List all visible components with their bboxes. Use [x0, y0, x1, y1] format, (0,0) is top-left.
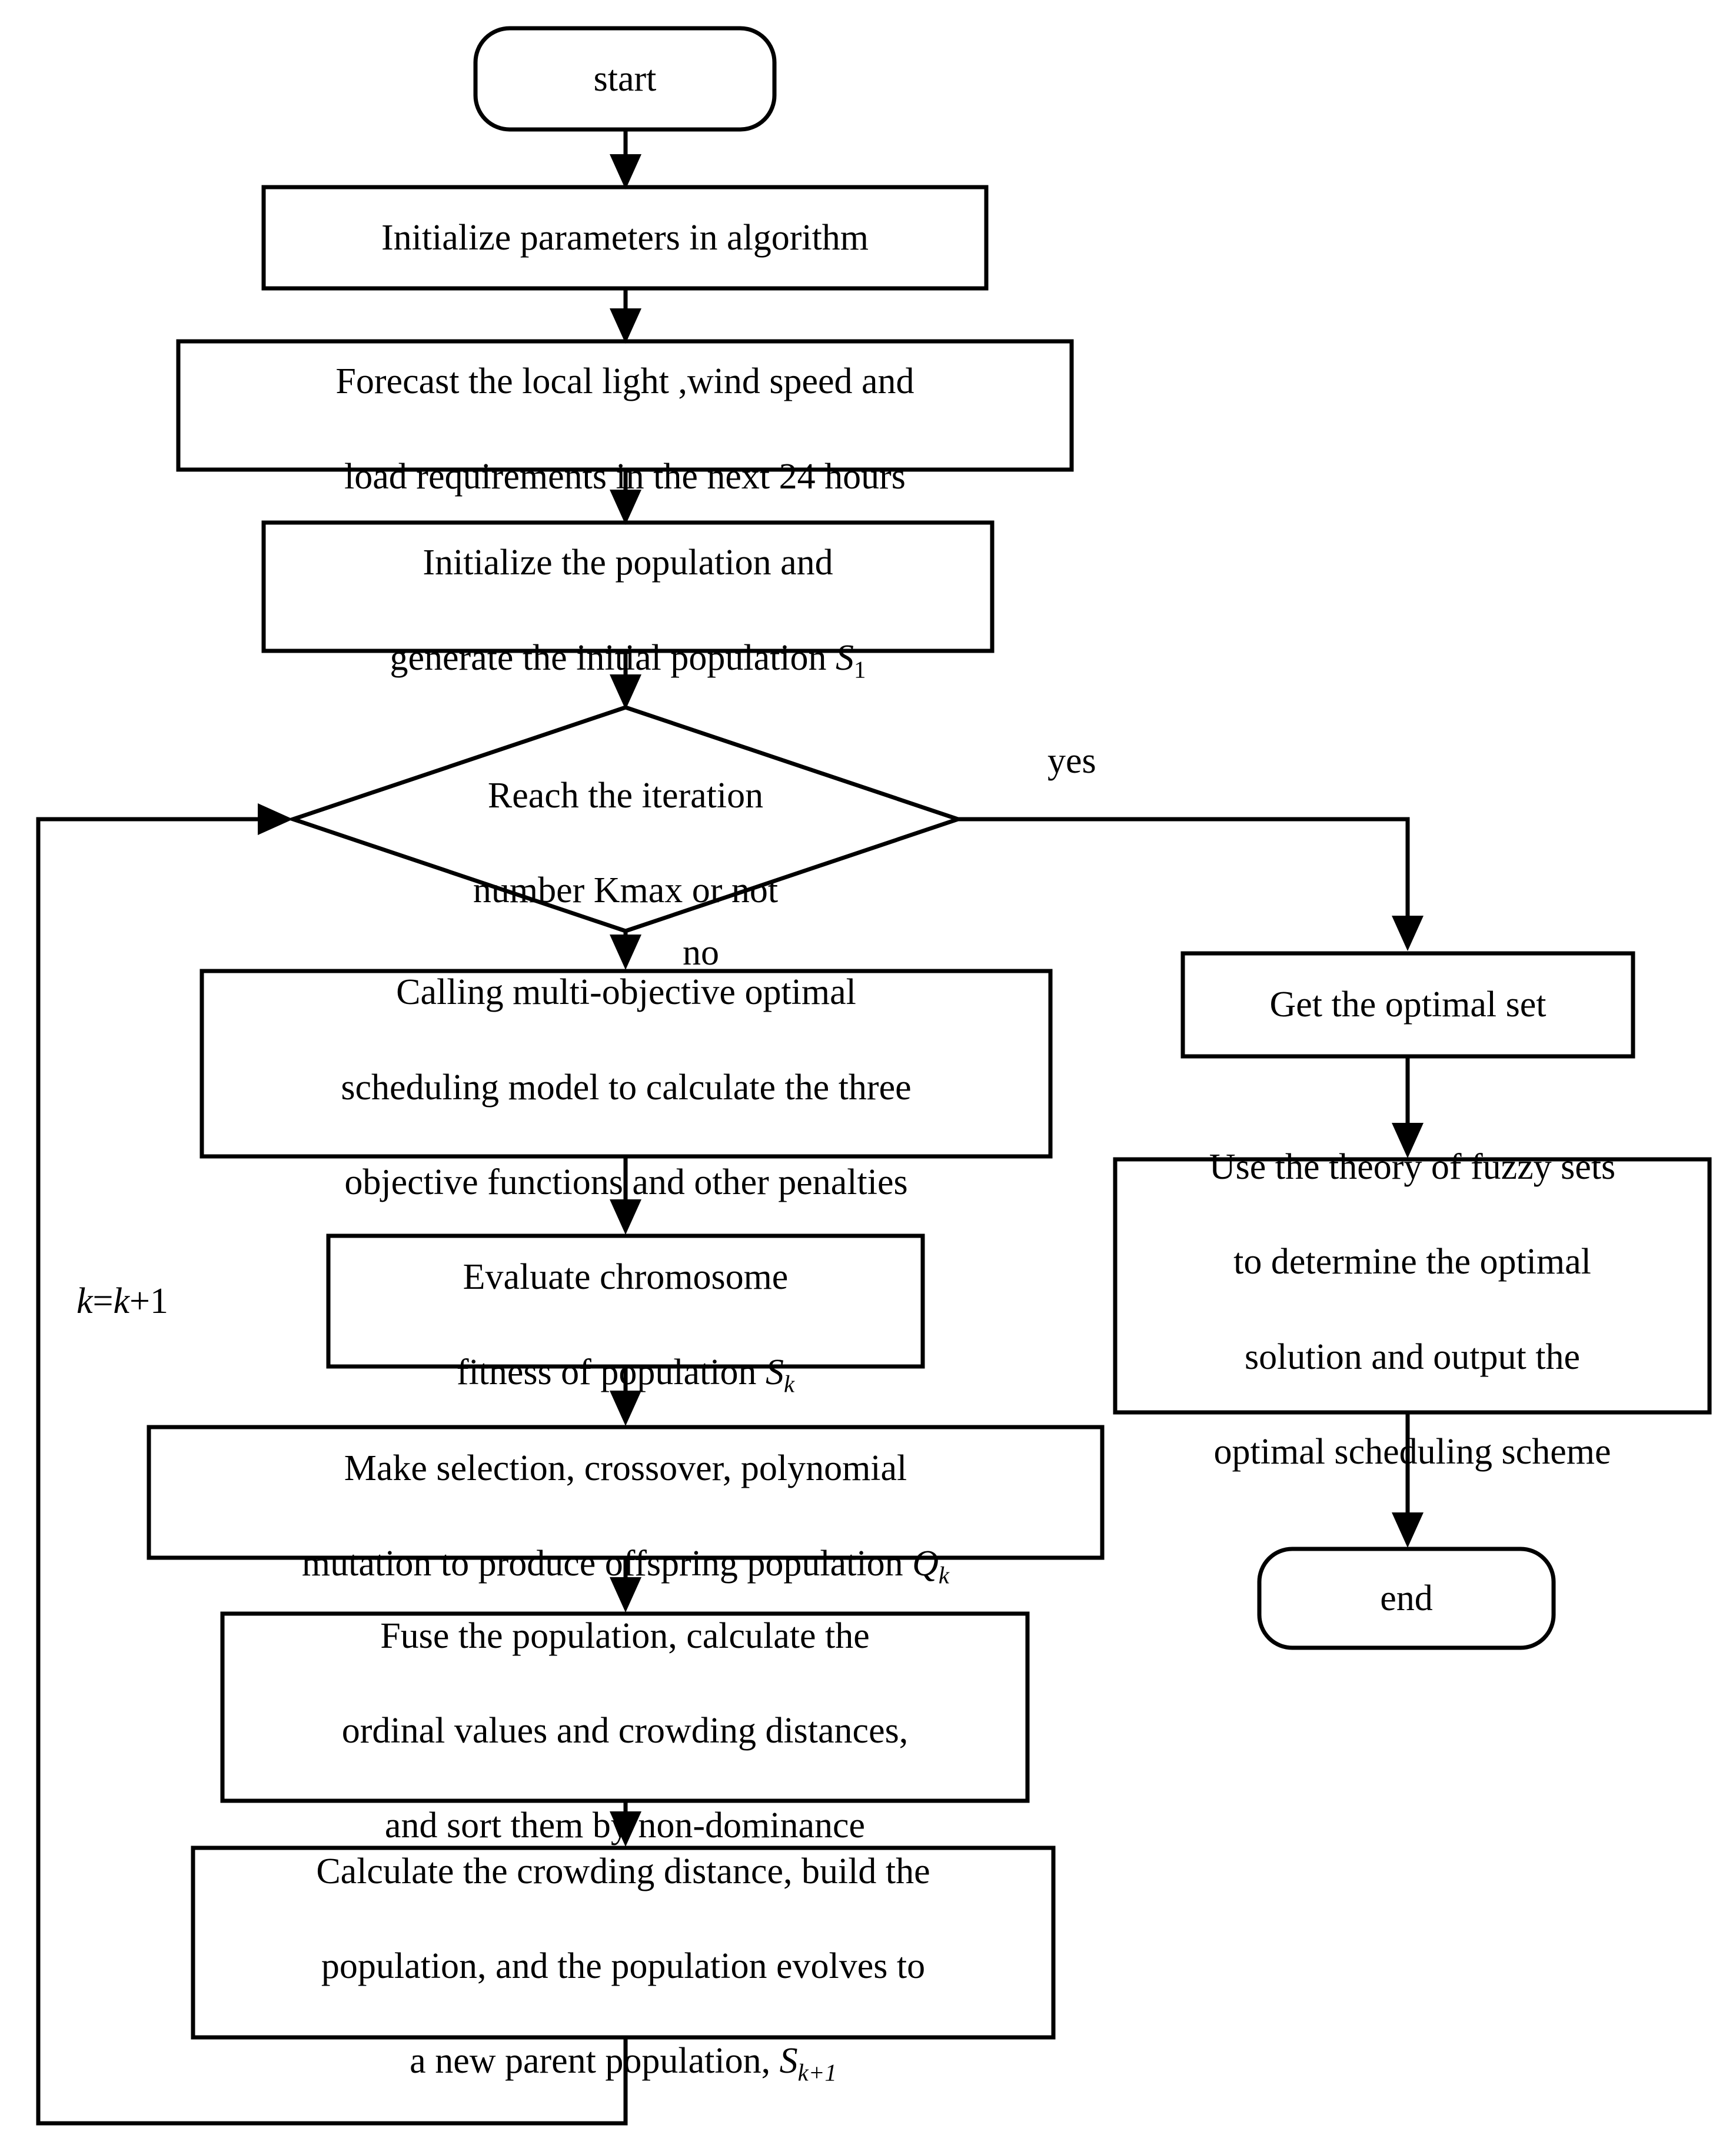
node-init-population-shape[interactable] — [261, 520, 995, 653]
edge-feedback-loop-to-decision — [36, 817, 628, 2126]
arrowhead-fuzzy-sets-to-end — [1392, 1512, 1424, 1548]
arrowhead-evaluate-fitness-to-make-selection — [610, 1391, 641, 1426]
node-decision-shape[interactable] — [287, 705, 965, 933]
arrowhead-init-params-to-forecast — [610, 308, 641, 344]
arrowhead-decision-no-to-calling-model — [610, 935, 641, 970]
node-crowding-distance-shape[interactable] — [191, 1846, 1056, 2040]
node-optimal-set-shape[interactable] — [1180, 951, 1635, 1059]
node-make-selection-shape[interactable] — [147, 1425, 1105, 1560]
node-fuse-population-shape[interactable] — [220, 1611, 1030, 1803]
edge-label-no: no — [683, 933, 719, 973]
node-forecast-shape[interactable] — [176, 339, 1074, 472]
edge-label-yes: yes — [1047, 741, 1096, 781]
arrowhead-calling-model-to-evaluate-fitness — [610, 1199, 641, 1235]
arrowhead-init-population-to-decision — [610, 674, 641, 710]
node-fuzzy-sets-shape[interactable] — [1113, 1157, 1712, 1415]
node-init-params-shape[interactable] — [261, 185, 989, 291]
arrowhead-make-selection-to-fuse-population — [610, 1577, 641, 1612]
edge-label-increment: k=k+1 — [77, 1281, 168, 1321]
edge-decision-yes-to-optimal-set — [958, 817, 1410, 935]
arrowhead-optimal-set-to-fuzzy-sets — [1392, 1123, 1424, 1158]
node-start-shape[interactable] — [473, 26, 777, 132]
node-evaluate-fitness-shape[interactable] — [326, 1233, 925, 1369]
arrowhead-feedback-loop-to-decision — [258, 803, 293, 835]
arrowhead-forecast-to-init-population — [610, 490, 641, 525]
node-end-shape[interactable] — [1257, 1547, 1556, 1650]
node-calling-model-shape[interactable] — [199, 969, 1053, 1159]
arrowhead-fuse-population-to-crowding-distance — [610, 1811, 641, 1847]
arrowhead-decision-yes-to-optimal-set — [1392, 916, 1424, 951]
arrowhead-start-to-init-params — [610, 154, 641, 189]
